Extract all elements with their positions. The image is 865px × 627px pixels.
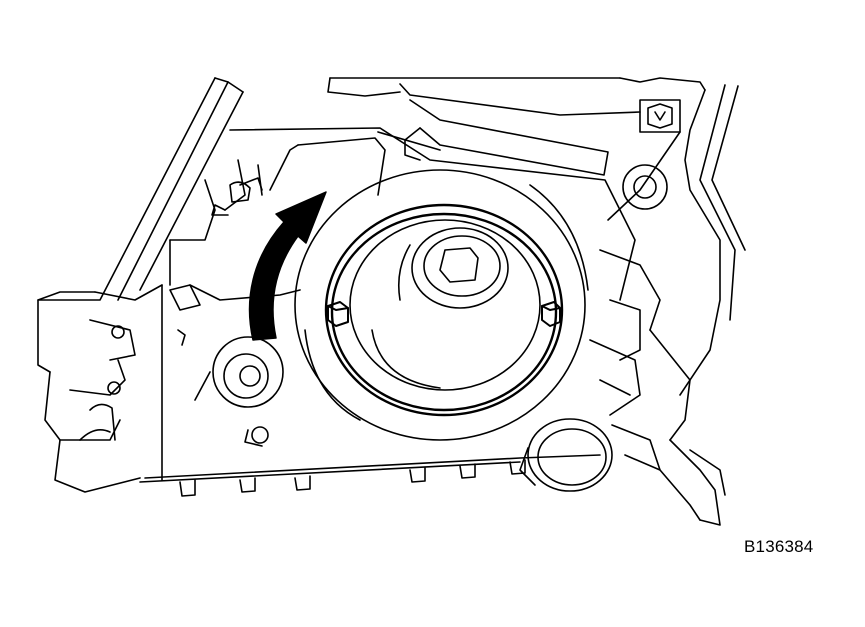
left-grommet <box>194 336 284 408</box>
ring-tabs <box>327 301 561 327</box>
bottom-tabs <box>179 459 526 497</box>
figure-code-label: B136384 <box>744 537 814 556</box>
rotation-arrow-icon <box>248 191 327 341</box>
retaining-ring <box>324 203 564 417</box>
left-bolt <box>107 177 263 395</box>
lamp-socket-outer <box>294 169 589 441</box>
bottom-clip <box>244 426 269 447</box>
bulb-cup <box>349 219 541 391</box>
right-frame <box>589 77 746 526</box>
housing-frame <box>37 77 601 493</box>
top-cover <box>169 77 641 301</box>
lower-right-socket <box>519 418 613 492</box>
upper-right-grommet <box>622 164 668 210</box>
inner-plate <box>169 284 301 346</box>
